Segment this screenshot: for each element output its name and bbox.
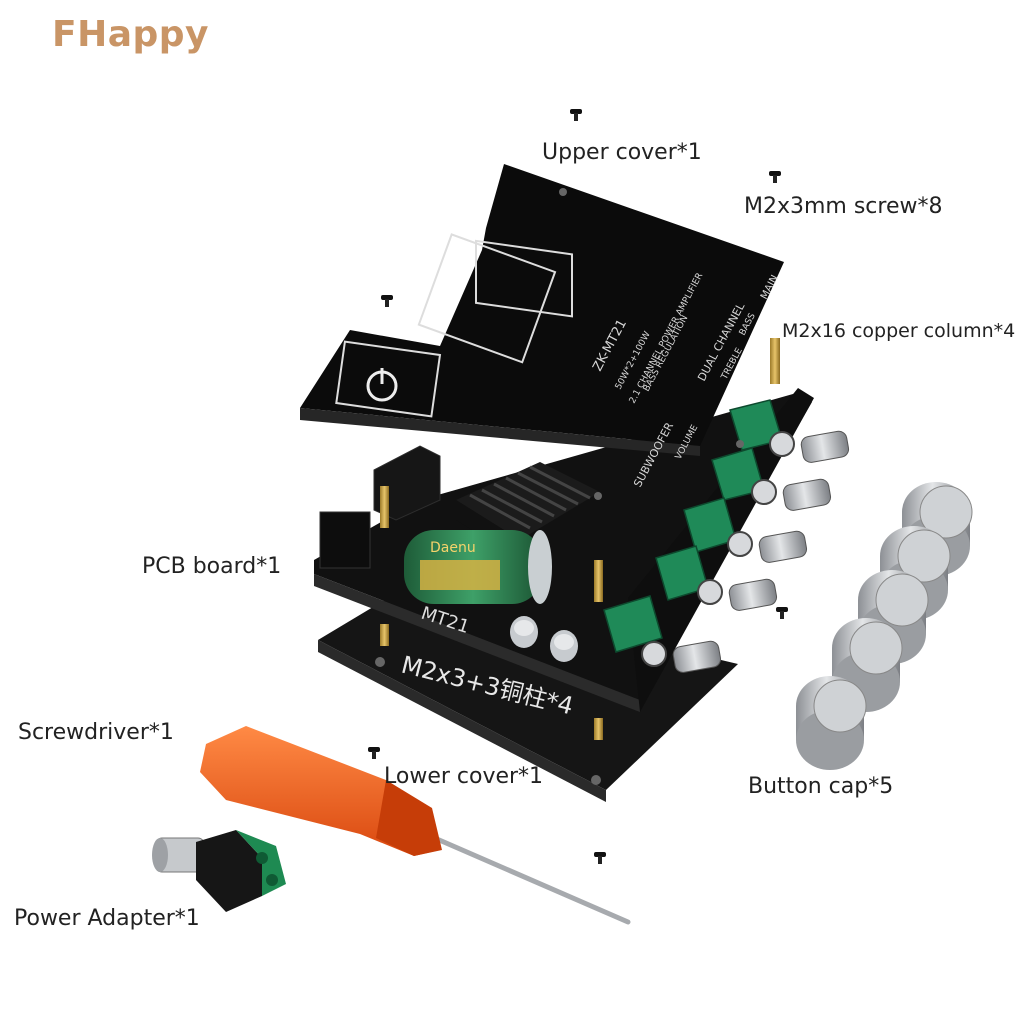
power-adapter [152, 830, 286, 912]
button-caps [795, 481, 973, 771]
screw-icon [570, 109, 582, 121]
lower-cover: M2x3+3铜柱*4 [318, 586, 738, 802]
label-screwdriver: Screwdriver*1 [18, 720, 174, 745]
label-upper-cover: Upper cover*1 [542, 140, 702, 165]
screw-icon [594, 852, 606, 864]
potentiometer-shafts [641, 430, 850, 673]
brand-watermark: FHappy [52, 14, 210, 55]
copper-column [770, 338, 780, 384]
terminal-blocks [603, 399, 783, 653]
screw-icon [381, 295, 393, 307]
label-lower-cover: Lower cover*1 [384, 764, 544, 789]
screwdriver [200, 726, 631, 925]
label-screw: M2x3mm screw*8 [744, 194, 943, 219]
heatsink [456, 462, 600, 560]
screw-icon [769, 171, 781, 183]
label-pcb-board: PCB board*1 [142, 554, 282, 579]
svg-text:Daenu: Daenu [430, 540, 476, 556]
capacitor: Daenu [404, 530, 552, 604]
label-button-cap: Button cap*5 [748, 774, 894, 799]
label-copper-column: M2x16 copper column*4 [782, 320, 1016, 342]
pcb-board: Daenu MT21 [314, 388, 850, 712]
button-cap [795, 675, 867, 771]
label-power-adapter: Power Adapter*1 [14, 906, 200, 931]
screw-icon [368, 747, 380, 759]
screw-icon [776, 607, 788, 619]
